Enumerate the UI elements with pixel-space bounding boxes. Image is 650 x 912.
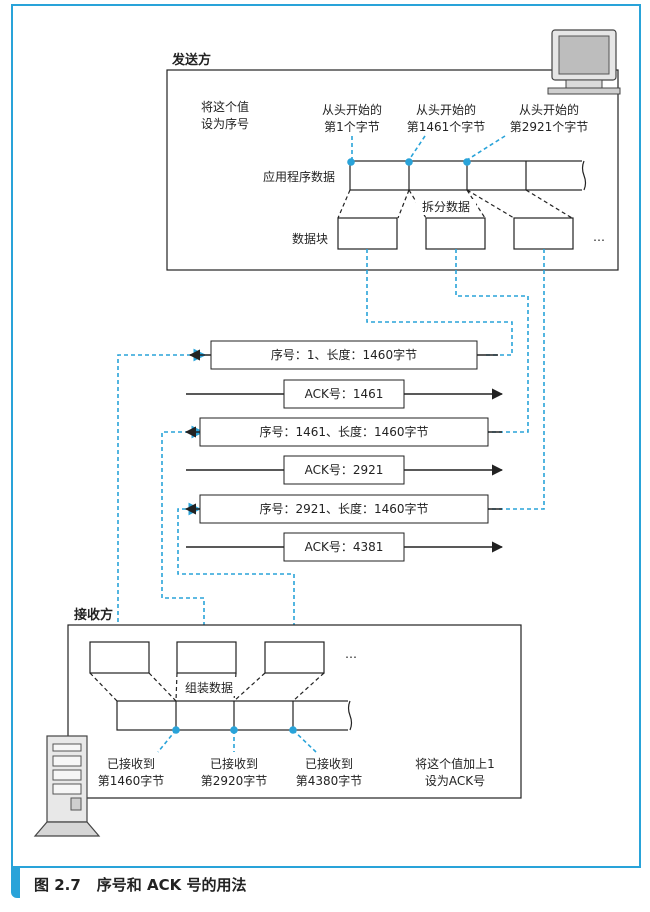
pointer-label-1-line-2: 第1个字节 bbox=[324, 119, 380, 134]
caption-divider bbox=[11, 866, 641, 868]
app-data-bar bbox=[349, 158, 598, 193]
received-label-2-line-1: 已接收到 bbox=[210, 756, 258, 771]
diagram: 发送方 将这个值 设为序号 从头开始的 第1个字节 从头开始的 第1461个字节… bbox=[33, 29, 621, 837]
caption-title: 序号和 ACK 号的用法 bbox=[96, 876, 247, 894]
sender-ellipsis: … bbox=[593, 230, 605, 244]
message-3: 序号：1461、长度：1460字节 bbox=[184, 417, 502, 447]
message-6-label: ACK号：4381 bbox=[305, 540, 384, 554]
receiver-note-line-1: 将这个值加上1 bbox=[415, 756, 495, 771]
sender-note-line-1: 将这个值 bbox=[201, 99, 249, 114]
sender-chunk-2 bbox=[425, 217, 486, 250]
received-label-1-line-2: 第1460字节 bbox=[98, 773, 165, 788]
message-4: ACK号：2921 bbox=[186, 455, 504, 485]
received-label-3-line-1: 已接收到 bbox=[305, 756, 353, 771]
message-6: ACK号：4381 bbox=[186, 532, 504, 562]
split-label: 拆分数据 bbox=[422, 199, 470, 214]
receiver-title: 接收方 bbox=[74, 607, 113, 623]
sender-chunk-3 bbox=[513, 217, 574, 250]
received-leader-1 bbox=[157, 729, 177, 753]
message-1: 序号：1、长度：1460字节 bbox=[188, 340, 498, 370]
pointer-dot-2 bbox=[405, 158, 413, 166]
received-leader-3 bbox=[292, 729, 317, 753]
assemble-label: 组装数据 bbox=[185, 680, 233, 695]
caption-number: 图 2.7 bbox=[34, 876, 81, 894]
received-label-1-line-1: 已接收到 bbox=[107, 756, 155, 771]
message-2-label: ACK号：1461 bbox=[305, 387, 384, 401]
message-1-label: 序号：1、长度：1460字节 bbox=[271, 347, 417, 362]
pointer-label-2-line-2: 第1461个字节 bbox=[407, 119, 486, 134]
receiver-chunk-3 bbox=[264, 641, 325, 674]
message-3-label: 序号：1461、长度：1460字节 bbox=[259, 424, 428, 439]
sender-chunk-1 bbox=[337, 217, 398, 250]
figure-caption: 图 2.7 序号和 ACK 号的用法 bbox=[34, 874, 262, 895]
pointer-label-3-line-1: 从头开始的 bbox=[519, 102, 579, 117]
caption-tab bbox=[11, 868, 20, 898]
received-label-2-line-2: 第2920字节 bbox=[201, 773, 268, 788]
receiver-note-line-2: 设为ACK号 bbox=[425, 774, 485, 788]
receiver-chunk-1 bbox=[89, 641, 150, 674]
pointer-label-3-line-2: 第2921个字节 bbox=[510, 119, 589, 134]
assembled-data-bar bbox=[116, 698, 364, 733]
sender-title: 发送方 bbox=[171, 52, 211, 68]
pointer-label-2-line-1: 从头开始的 bbox=[416, 102, 476, 117]
pointer-label-1-line-1: 从头开始的 bbox=[322, 102, 382, 117]
pointer-leader-3 bbox=[466, 135, 506, 161]
message-2: ACK号：1461 bbox=[186, 379, 504, 409]
server-icon bbox=[33, 735, 101, 837]
app-data-label: 应用程序数据 bbox=[263, 169, 335, 184]
pointer-dot-3 bbox=[463, 158, 471, 166]
received-label-3-line-2: 第4380字节 bbox=[296, 773, 363, 788]
chunk-label: 数据块 bbox=[292, 231, 328, 246]
message-5: 序号：2921、长度：1460字节 bbox=[184, 494, 502, 524]
receiver-chunk-2 bbox=[176, 641, 237, 674]
figure-frame bbox=[11, 4, 641, 866]
message-4-label: ACK号：2921 bbox=[305, 463, 384, 477]
computer-icon bbox=[547, 29, 621, 95]
pointer-dot-1 bbox=[347, 158, 355, 166]
sender-note-line-2: 设为序号 bbox=[201, 116, 249, 131]
receiver-ellipsis: … bbox=[345, 647, 357, 661]
message-5-label: 序号：2921、长度：1460字节 bbox=[259, 501, 428, 516]
pointer-leader-2 bbox=[408, 135, 426, 161]
